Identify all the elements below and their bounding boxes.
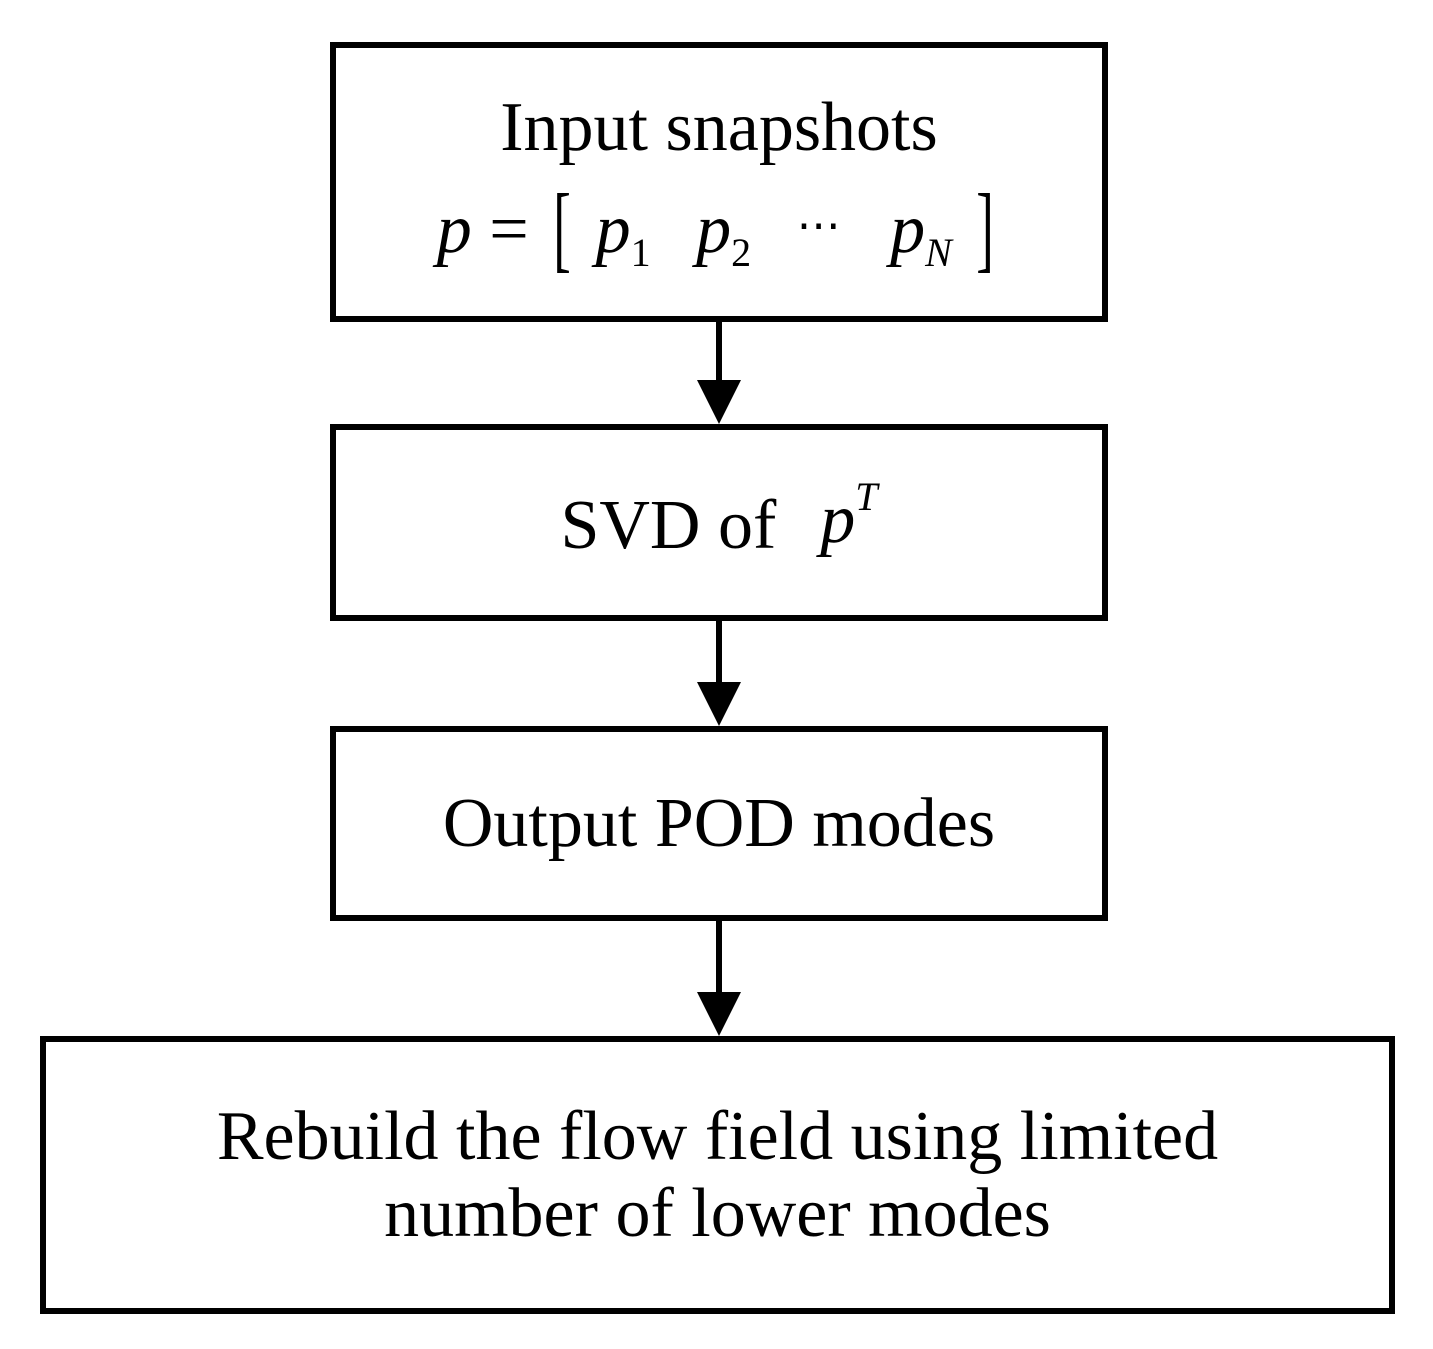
node-svd-content: SVD of pT bbox=[560, 475, 877, 565]
node-output-pod-modes: Output POD modes bbox=[330, 726, 1108, 921]
node-rebuild-line-1: Rebuild the flow field using limited bbox=[216, 1098, 1219, 1175]
node-output-label: Output POD modes bbox=[442, 785, 996, 862]
node-svd-label: SVD of bbox=[560, 487, 777, 564]
arrow-output-to-rebuild bbox=[697, 921, 741, 1036]
formula-item-2: p2 bbox=[696, 190, 752, 275]
formula-close-bracket: ] bbox=[976, 173, 995, 281]
svd-transpose-symbol: pT bbox=[820, 474, 878, 559]
formula-open-bracket: [ bbox=[553, 173, 571, 281]
node-rebuild-line-2: number of lower modes bbox=[384, 1175, 1051, 1252]
formula-equals: = bbox=[489, 190, 529, 268]
formula-item-1: p1 bbox=[595, 190, 651, 275]
arrow-input-to-svd bbox=[697, 322, 741, 424]
formula-item-n: pN bbox=[890, 190, 952, 275]
node-input-snapshots: Input snapshots p = [ p1 p2 ⋯ pN ] bbox=[330, 42, 1108, 322]
node-rebuild-flow-field: Rebuild the flow field using limited num… bbox=[40, 1036, 1395, 1314]
arrow-svd-to-output bbox=[697, 621, 741, 726]
node-input-label: Input snapshots bbox=[500, 88, 938, 166]
formula-lhs: p bbox=[436, 190, 472, 268]
node-svd: SVD of pT bbox=[330, 424, 1108, 621]
formula-ellipsis: ⋯ bbox=[796, 200, 845, 250]
snapshot-matrix-formula: p = [ p1 p2 ⋯ pN ] bbox=[436, 173, 1002, 281]
